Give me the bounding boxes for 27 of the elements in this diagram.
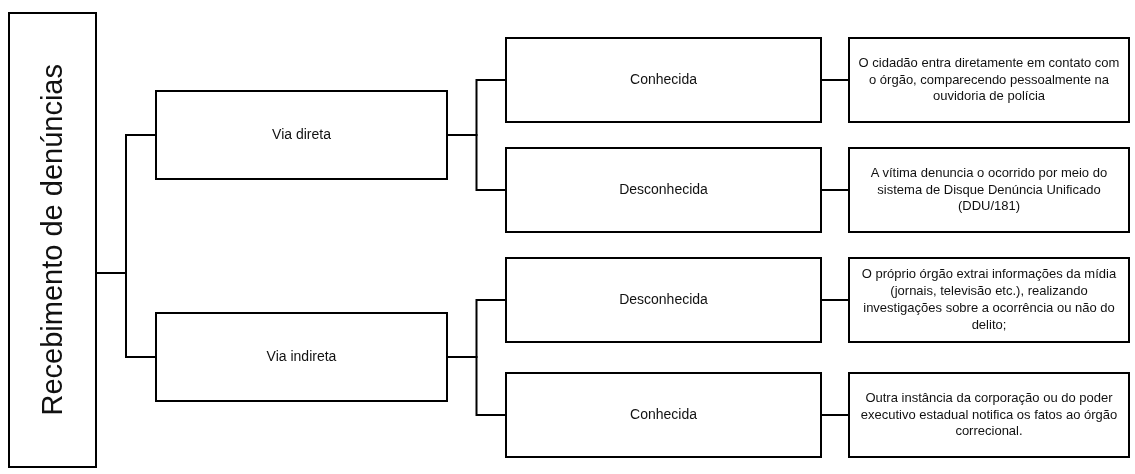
category-box — [505, 147, 822, 233]
category-box — [505, 37, 822, 123]
title-text: Recebimento de denúncias — [36, 64, 69, 416]
description-box — [848, 147, 1130, 233]
box-label: Via indireta — [265, 348, 338, 366]
description-text: A vítima denuncia o ocorrido por meio do sistema de Disque Denúncia Unificado (DDU/181) — [869, 164, 1109, 216]
description-box — [848, 372, 1130, 458]
category-box — [505, 372, 822, 458]
box-label: Conhecida — [629, 71, 698, 89]
connector-line — [821, 299, 849, 301]
box-label: Via direta — [271, 126, 332, 144]
box-label: Desconhecida — [618, 291, 709, 309]
connector-line — [821, 79, 849, 81]
description-text: Outra instância da corporação ou do poder executivo estadual notifica os fatos ao órgão correcional. — [859, 389, 1119, 441]
root-box — [8, 12, 97, 468]
description-text: O próprio órgão extrai informações da mídia (jornais, televisão etc.), realizando investigações sobre a ocorrência ou não do delito; — [860, 266, 1118, 334]
description-box — [848, 257, 1130, 343]
box-label: Desconhecida — [618, 181, 709, 199]
connector-line — [821, 414, 849, 416]
box-label: Conhecida — [629, 406, 698, 424]
description-text: O cidadão entra diretamente em contato com o órgão, comparecendo pessoalmente na ouvidoria de polícia — [857, 54, 1121, 106]
description-box — [848, 37, 1130, 123]
connector-line — [821, 189, 849, 191]
category-box — [155, 312, 448, 402]
category-box — [155, 90, 448, 180]
connector-line — [96, 272, 156, 358]
category-box — [505, 257, 822, 343]
